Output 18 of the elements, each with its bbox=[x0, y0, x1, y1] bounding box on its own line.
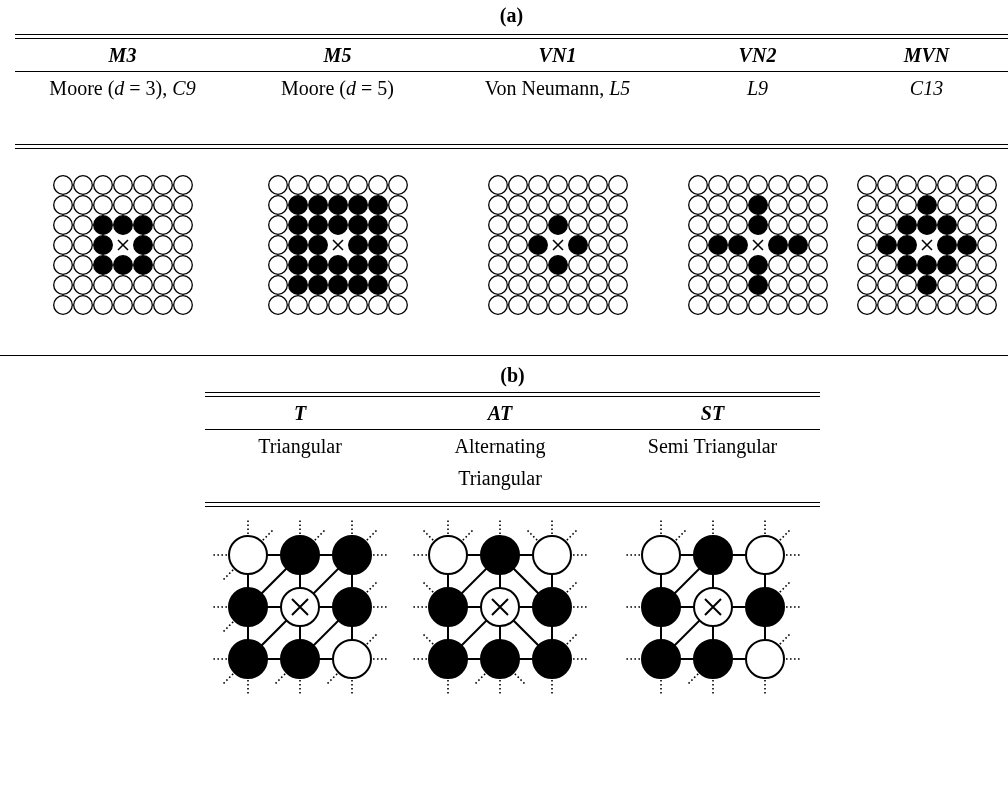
neighborhood-description: L9 bbox=[745, 76, 770, 101]
column-heading: MVN bbox=[903, 43, 950, 68]
column-heading: M5 bbox=[323, 43, 352, 68]
neighborhood-description: Moore (d = 5) bbox=[280, 76, 395, 102]
column-heading: M3 bbox=[108, 43, 137, 68]
column-heading: ST bbox=[700, 401, 725, 426]
neighborhood-description: C13 bbox=[908, 76, 945, 101]
neighborhood-description: Moore (d = 3), C9 bbox=[48, 76, 197, 102]
panel-label: (a) bbox=[498, 3, 525, 29]
neighborhood-description: Von Neumann, L5 bbox=[483, 76, 632, 101]
neighborhood-description: Triangular bbox=[257, 434, 343, 460]
neighborhood-description: Alternating Triangular bbox=[453, 434, 547, 492]
column-heading: VN1 bbox=[538, 43, 577, 68]
column-heading: VN2 bbox=[738, 43, 777, 68]
neighborhood-description: Semi Triangular bbox=[646, 434, 779, 460]
column-heading: AT bbox=[487, 401, 513, 426]
panel-label: (b) bbox=[499, 363, 526, 388]
column-heading: T bbox=[293, 401, 307, 426]
